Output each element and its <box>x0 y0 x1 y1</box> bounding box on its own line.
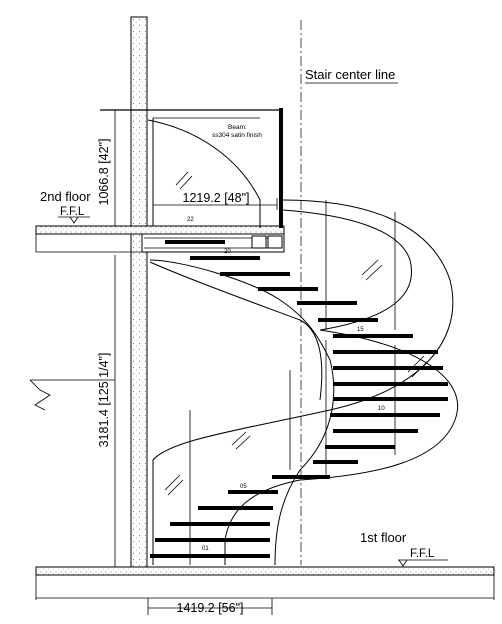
step-label-20: 20 <box>224 249 231 255</box>
dim-upper-rail-height: 1066.8 [42"] <box>97 139 111 206</box>
dim-stair-width: 1419.2 [56"] <box>177 601 244 615</box>
beam-note-title: Beam: <box>228 124 247 131</box>
dim-floor-to-floor: 3181.4 [125 1/4"] <box>97 353 111 448</box>
second-floor-label: 2nd floor <box>40 189 91 204</box>
step-label-15: 15 <box>357 327 364 333</box>
step-label-22: 22 <box>187 217 194 223</box>
step-label-10: 10 <box>378 406 385 412</box>
first-floor-slab <box>35 566 495 576</box>
stair-treads <box>150 240 448 558</box>
second-floor-ffl: F.F.L <box>60 206 85 218</box>
second-floor-slab <box>35 225 285 235</box>
step-label-01: 01 <box>202 546 209 552</box>
dim-landing-width: 1219.2 [48"] <box>183 191 250 205</box>
first-floor-ffl: F.F.L <box>410 548 435 560</box>
concrete-column <box>130 16 148 568</box>
stair-center-line-label: Stair center line <box>305 67 395 82</box>
first-floor-label: 1st floor <box>360 530 407 545</box>
step-label-05: 05 <box>240 484 247 490</box>
beam-note-finish: ss304 satin finish <box>212 132 262 139</box>
